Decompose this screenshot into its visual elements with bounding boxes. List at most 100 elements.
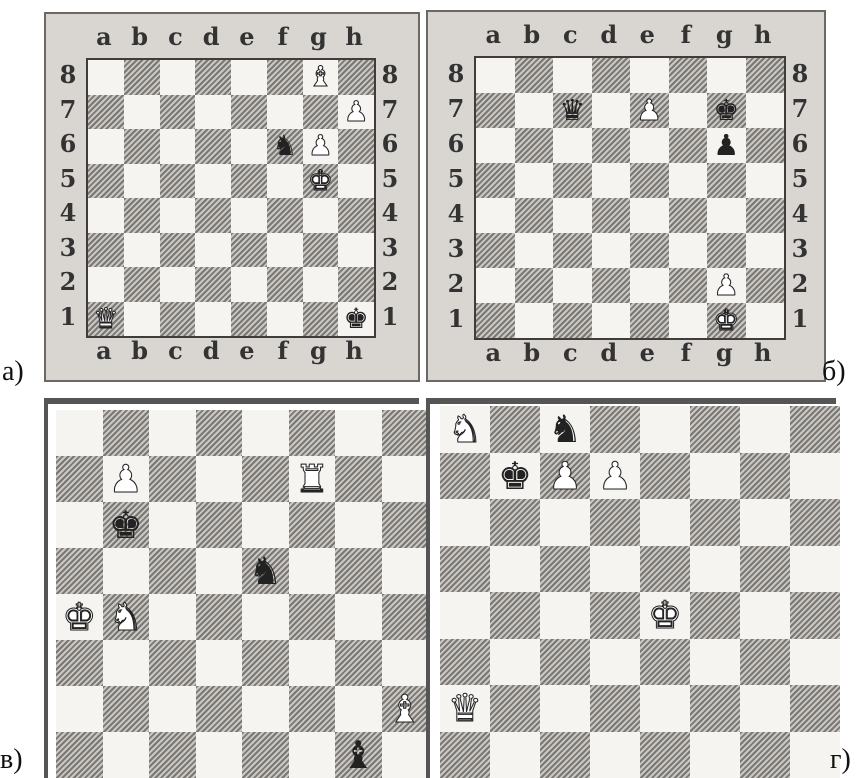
square-h3: [746, 233, 785, 268]
square-b5: [103, 548, 150, 594]
square-b8: [490, 406, 540, 453]
square-h6: [790, 499, 840, 546]
black-king-icon: ♚: [707, 93, 746, 128]
square-c1: [540, 732, 590, 778]
square-g2: [303, 267, 339, 302]
square-g7: [335, 456, 382, 502]
board-c-top-border: [44, 398, 419, 404]
square-c6: [149, 502, 196, 548]
square-f3: [289, 640, 336, 686]
square-e5: [640, 546, 690, 593]
square-e6: [630, 128, 669, 163]
square-b2: [515, 268, 554, 303]
rank-label-5: 5: [56, 162, 80, 197]
square-h2: [746, 268, 785, 303]
file-label-f: f: [667, 20, 706, 49]
square-b2: [124, 267, 160, 302]
file-label-b: b: [122, 336, 158, 365]
white-king-icon: ♚: [640, 592, 690, 639]
square-e8: [630, 58, 669, 93]
square-b3: [124, 233, 160, 268]
square-d3: [195, 233, 231, 268]
square-f4: [669, 198, 708, 233]
caption-d: г): [830, 744, 851, 776]
square-c6: [160, 129, 196, 164]
file-label-d: d: [590, 338, 629, 367]
square-a4: [440, 592, 490, 639]
square-d2: [592, 268, 631, 303]
square-d1: [195, 302, 231, 337]
square-e6: [231, 129, 267, 164]
square-c8: [553, 58, 592, 93]
white-queen-icon: ♛: [88, 302, 124, 337]
square-b6: [515, 128, 554, 163]
rank-label-8: 8: [378, 58, 402, 93]
square-a5: [440, 546, 490, 593]
square-c2: [149, 686, 196, 732]
square-e3: [231, 233, 267, 268]
square-e5: [231, 164, 267, 199]
rank-label-4: 4: [56, 196, 80, 231]
square-f1: [690, 732, 740, 778]
square-d6: [196, 502, 243, 548]
square-d1: [592, 303, 631, 338]
square-f3: [669, 233, 708, 268]
square-b3: [515, 233, 554, 268]
square-c2: [553, 268, 592, 303]
file-label-g: g: [705, 338, 744, 367]
square-a6: [56, 502, 103, 548]
square-a6: [440, 499, 490, 546]
square-g5: [707, 163, 746, 198]
square-b4: [515, 198, 554, 233]
square-e1: [242, 732, 289, 778]
square-f2: [669, 268, 708, 303]
white-pawn-icon: ♟: [590, 453, 640, 500]
square-e2: [630, 268, 669, 303]
square-b1: [103, 732, 150, 778]
square-d1: [590, 732, 640, 778]
white-queen-icon: ♛: [440, 685, 490, 732]
square-h8: [790, 406, 840, 453]
square-d5: [195, 164, 231, 199]
square-g4: [707, 198, 746, 233]
square-c5: [149, 548, 196, 594]
square-h1: [382, 732, 429, 778]
square-f8: [289, 410, 336, 456]
square-a6: [476, 128, 515, 163]
rank-label-1: 1: [788, 301, 812, 336]
square-f5: [690, 546, 740, 593]
square-g3: [303, 233, 339, 268]
square-g3: [335, 640, 382, 686]
rank-label-3: 3: [378, 231, 402, 266]
square-d7: [196, 456, 243, 502]
square-f1: [289, 732, 336, 778]
square-d2: [195, 267, 231, 302]
square-f1: [267, 302, 303, 337]
square-f2: [289, 686, 336, 732]
square-c4: [540, 592, 590, 639]
square-a8: [88, 60, 124, 95]
white-pawn-icon: ♟: [338, 95, 374, 130]
white-pawn-icon: ♟: [303, 129, 339, 164]
square-f1: [669, 303, 708, 338]
square-a5: [56, 548, 103, 594]
file-label-g: g: [705, 20, 744, 49]
square-a8: [56, 410, 103, 456]
square-a5: [476, 163, 515, 198]
square-h8: [338, 60, 374, 95]
square-c4: [553, 198, 592, 233]
rank-label-5: 5: [378, 162, 402, 197]
black-king-icon: ♚: [338, 302, 374, 337]
square-c1: [553, 303, 592, 338]
square-a3: [440, 639, 490, 686]
square-a4: [88, 198, 124, 233]
file-label-a: a: [474, 20, 513, 49]
square-g7: [740, 453, 790, 500]
square-c4: [149, 594, 196, 640]
square-a5: [88, 164, 124, 199]
white-rook-icon: ♜: [289, 456, 336, 502]
square-c3: [149, 640, 196, 686]
square-b2: [103, 686, 150, 732]
square-a1: [56, 732, 103, 778]
file-label-h: h: [744, 338, 783, 367]
